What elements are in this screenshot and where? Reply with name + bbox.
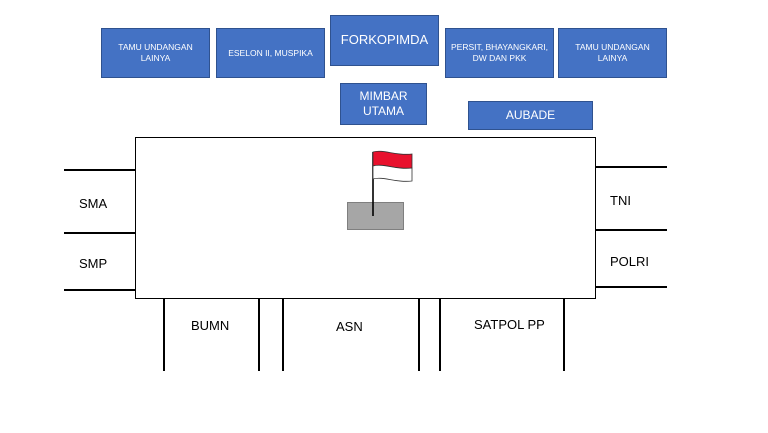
- box-eselon-muspika: ESELON II, MUSPIKA: [216, 28, 325, 78]
- section-label-satpol-pp: SATPOL PP: [474, 317, 545, 332]
- box-aubade: AUBADE: [468, 101, 593, 130]
- flag-icon: [372, 150, 413, 216]
- section-label-sma: SMA: [79, 196, 108, 211]
- bottom-divider-5: [439, 299, 441, 371]
- bottom-divider-2: [258, 299, 260, 371]
- right-divider-bottom: [596, 286, 667, 288]
- box-tamu-undangan-left: TAMU UNDANGAN LAINYA: [101, 28, 210, 78]
- left-divider-bottom: [64, 289, 135, 291]
- box-forkopimda: FORKOPIMDA: [330, 15, 439, 66]
- section-label-bumn: BUMN: [191, 318, 230, 333]
- bottom-divider-6: [563, 299, 565, 371]
- box-persit-bhayangkari: PERSIT, BHAYANGKARI, DW DAN PKK: [445, 28, 554, 78]
- section-label-smp: SMP: [79, 256, 108, 271]
- bottom-divider-1: [163, 299, 165, 371]
- box-mimbar-utama: MIMBAR UTAMA: [340, 83, 427, 125]
- right-divider-top: [596, 166, 667, 168]
- box-tamu-undangan-right: TAMU UNDANGAN LAINYA: [558, 28, 667, 78]
- section-label-asn: ASN: [336, 319, 363, 334]
- right-divider-middle: [596, 229, 667, 231]
- section-label-polri: POLRI: [610, 254, 650, 269]
- left-divider-top: [64, 169, 135, 171]
- left-divider-middle: [64, 232, 135, 234]
- flag-podium: [347, 202, 404, 230]
- section-label-tni: TNI: [610, 193, 631, 208]
- bottom-divider-3: [282, 299, 284, 371]
- bottom-divider-4: [418, 299, 420, 371]
